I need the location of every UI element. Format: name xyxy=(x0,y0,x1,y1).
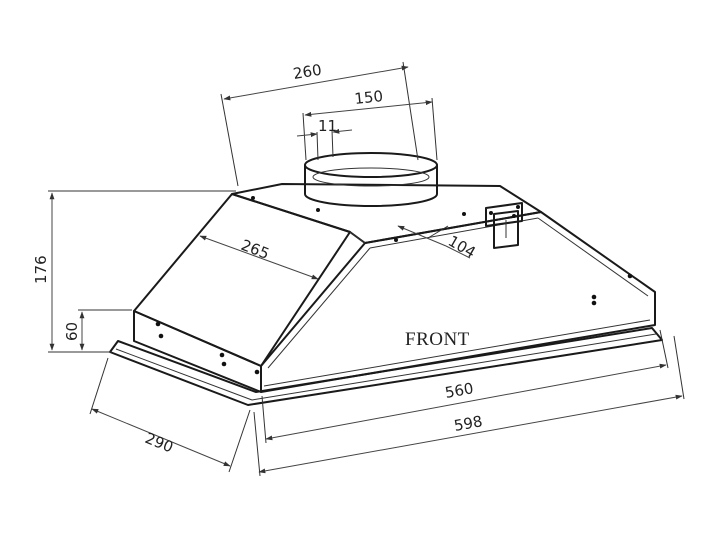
base-plate xyxy=(109,327,663,406)
svg-text:260: 260 xyxy=(292,61,323,83)
svg-text:150: 150 xyxy=(354,87,384,108)
dim-top-depth: 265 xyxy=(199,235,319,280)
svg-text:598: 598 xyxy=(453,412,484,435)
dim-duct-diameter: 150 xyxy=(302,87,438,161)
dim-overall-width: 598 xyxy=(253,335,685,477)
svg-text:60: 60 xyxy=(63,322,81,341)
front-slope-face xyxy=(133,193,351,367)
dim-base-height: 60 xyxy=(63,309,132,353)
duct-collar xyxy=(304,152,438,207)
svg-text:176: 176 xyxy=(32,255,50,284)
svg-text:265: 265 xyxy=(239,236,272,263)
svg-text:11: 11 xyxy=(318,117,337,135)
dim-depth: 290 xyxy=(89,357,251,473)
mounting-bracket xyxy=(485,202,523,249)
svg-text:290: 290 xyxy=(143,429,176,456)
dim-duct-collar: 11 xyxy=(296,117,353,161)
dim-slope-length: 104 xyxy=(397,225,479,262)
svg-text:560: 560 xyxy=(444,379,475,402)
svg-text:104: 104 xyxy=(445,232,479,262)
front-label: FRONT xyxy=(405,329,470,350)
